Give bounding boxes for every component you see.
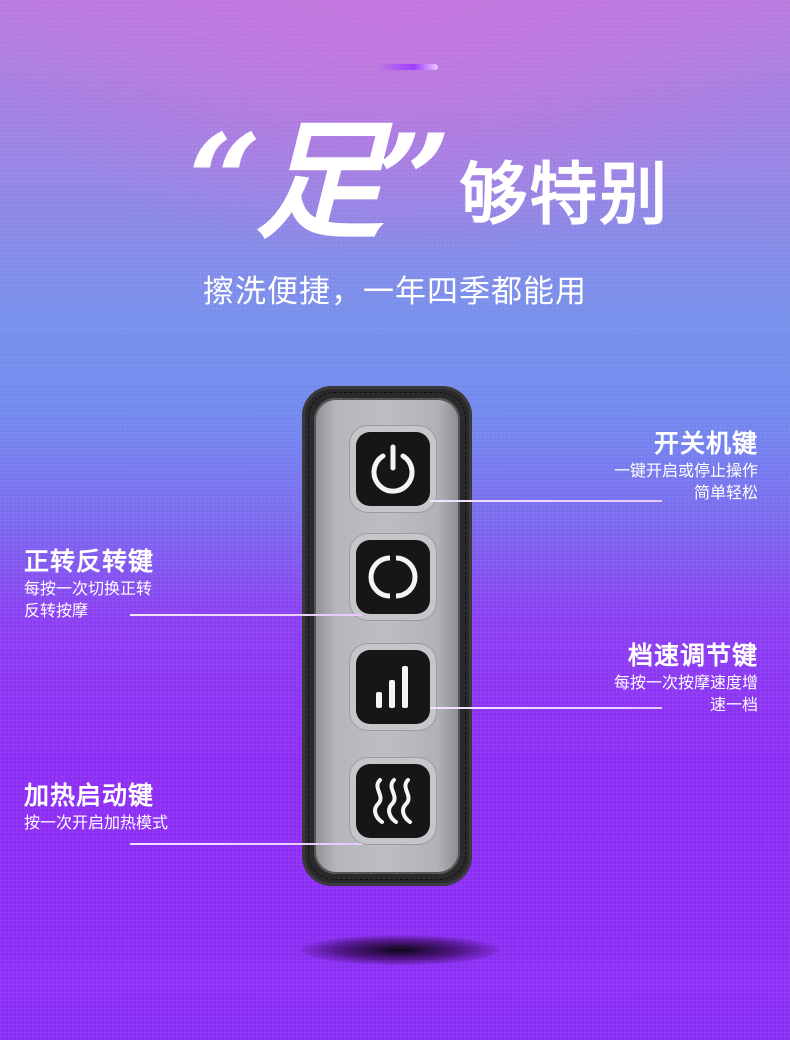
remote-shadow	[300, 935, 500, 965]
callout-line-heat	[130, 843, 362, 845]
title-highlight-char: “足”	[188, 107, 451, 257]
callout-title: 开关机键	[653, 429, 758, 458]
remote-control	[302, 386, 472, 886]
callout-line-power	[430, 500, 662, 502]
callout-desc-line: 按一次开启加热模式	[24, 813, 169, 832]
callout-desc-line: 速一档	[709, 695, 758, 714]
callout-title: 加热启动键	[24, 781, 155, 810]
heat-waves-icon	[373, 778, 412, 824]
callout-power: 开关机键 一键开启或停止操作 简单轻松	[614, 428, 758, 504]
callout-desc-line: 每按一次切换正转	[24, 579, 153, 598]
heat-key[interactable]	[350, 758, 436, 844]
callout-direction: 正转反转键 每按一次切换正转 反转按摩	[24, 546, 154, 622]
speed-key[interactable]	[350, 644, 436, 730]
subtitle: 擦洗便捷，一年四季都能用	[203, 274, 587, 310]
page-title: “足” 够特别	[188, 92, 670, 246]
callout-title: 档速调节键	[627, 641, 758, 670]
remote-stitching	[308, 392, 466, 880]
callout-desc-line: 一键开启或停止操作	[613, 461, 758, 480]
rotate-direction-key[interactable]	[350, 534, 436, 620]
callout-desc-line: 简单轻松	[693, 483, 758, 502]
callout-desc-line: 每按一次按摩速度增	[613, 673, 758, 692]
callout-speed: 档速调节键 每按一次按摩速度增 速一档	[614, 640, 758, 716]
title-rest: 够特别	[459, 156, 670, 235]
callout-line-direction	[130, 614, 362, 616]
callout-title: 正转反转键	[24, 547, 155, 576]
callout-desc-line: 反转按摩	[24, 601, 89, 620]
callout-heat: 加热启动键 按一次开启加热模式	[24, 780, 168, 834]
signal-bars-icon	[376, 666, 408, 708]
power-key[interactable]	[350, 426, 436, 512]
callout-line-speed	[430, 707, 662, 709]
power-icon	[371, 444, 415, 494]
accent-bar	[378, 64, 438, 70]
rotate-icon	[368, 555, 418, 599]
